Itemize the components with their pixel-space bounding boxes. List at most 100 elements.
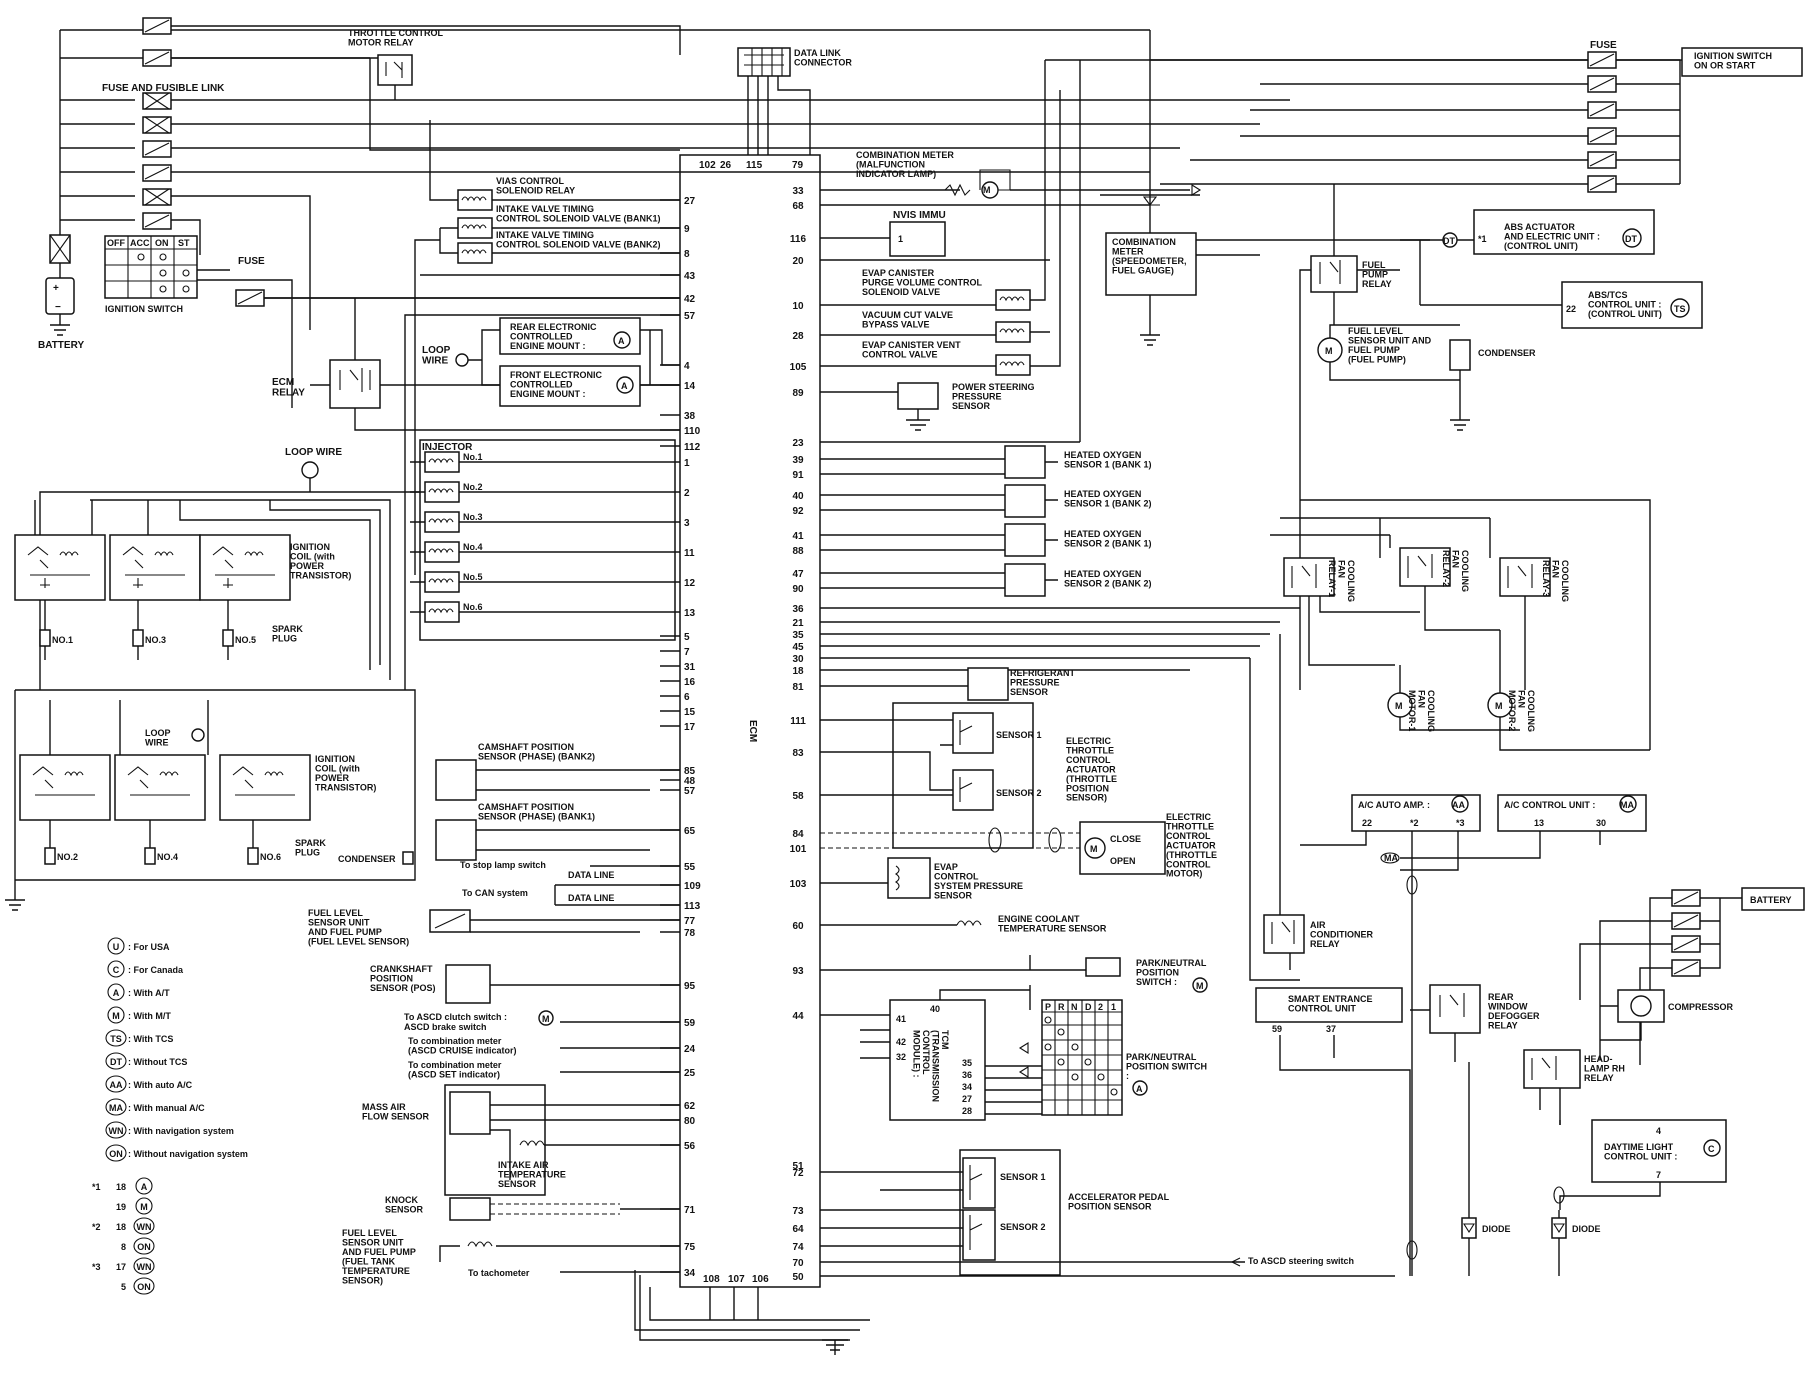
note-code-badge bbox=[135, 1177, 153, 1195]
ecm-left-pin: 62 bbox=[684, 1101, 696, 1112]
battery-r-label: BATTERY bbox=[1750, 895, 1792, 905]
sensor1-label: SENSOR 1 bbox=[996, 730, 1042, 740]
ecm-left-pin: 85 bbox=[684, 766, 696, 777]
ecm-left-pin: 8 bbox=[684, 249, 690, 260]
plug-label: NO.5 bbox=[235, 635, 256, 645]
legend-text: : Without navigation system bbox=[128, 1149, 248, 1159]
svg-text:M: M bbox=[542, 1014, 550, 1024]
ecm-right-pin: 93 bbox=[792, 966, 804, 977]
injector-label: No.5 bbox=[463, 572, 483, 582]
stop-lamp-label: To stop lamp switch bbox=[460, 860, 546, 870]
ecm-right-pin: 111 bbox=[790, 716, 806, 727]
condenser-r-label: CONDENSER bbox=[1478, 348, 1536, 358]
legend-text: : With A/T bbox=[128, 988, 170, 998]
data-line-label: DATA LINE bbox=[568, 893, 614, 903]
ecm-left-pin: 109 bbox=[684, 881, 701, 892]
svg-text:MA: MA bbox=[1620, 800, 1634, 810]
ecm-right-pin: 89 bbox=[792, 388, 804, 399]
ac-auto-pin: *2 bbox=[1410, 818, 1419, 828]
note-code: M bbox=[140, 1202, 148, 1212]
legend-row: WN: With navigation system bbox=[105, 1121, 234, 1139]
legend-code: A bbox=[113, 988, 120, 998]
ac-auto-pin: *3 bbox=[1456, 818, 1465, 828]
prnd-col: D bbox=[1085, 1002, 1092, 1012]
diode-label: DIODE bbox=[1482, 1224, 1511, 1234]
ecm-right-pin: 36 bbox=[792, 604, 804, 615]
svg-text:−: − bbox=[55, 302, 61, 313]
ecm-left-pin: 71 bbox=[684, 1205, 696, 1216]
drl-pin: 4 bbox=[1656, 1126, 1661, 1136]
svg-text:M: M bbox=[1395, 701, 1403, 711]
legend-code: AA bbox=[110, 1080, 123, 1090]
note-code: ON bbox=[137, 1282, 151, 1292]
legend-code: TS bbox=[110, 1034, 122, 1044]
ecm-ground-wires bbox=[634, 1270, 870, 1355]
svg-text:MA: MA bbox=[1384, 853, 1398, 863]
ecm-left-pin: 77 bbox=[684, 916, 696, 927]
legend-code: MA bbox=[109, 1103, 123, 1113]
ecm-left-pin: 42 bbox=[684, 294, 696, 305]
fuse-block bbox=[142, 17, 172, 230]
legend-code-badge bbox=[105, 1029, 127, 1047]
legend-row: C: For Canada bbox=[107, 960, 184, 978]
ecm-right-pin: 21 bbox=[792, 618, 804, 629]
ecm-top-pin: 26 bbox=[720, 160, 732, 171]
prnd-col: P bbox=[1045, 1002, 1051, 1012]
smart-pin: 37 bbox=[1326, 1024, 1336, 1034]
ecm-right-pin: 33 bbox=[792, 186, 804, 197]
ecm-right-pin: 81 bbox=[792, 682, 804, 693]
legend-row: ON: Without navigation system bbox=[105, 1144, 248, 1162]
ecm-left-pin: 78 bbox=[684, 928, 696, 939]
tacho-label: To tachometer bbox=[468, 1268, 530, 1278]
ecm-right-pin: 70 bbox=[792, 1258, 804, 1269]
cfr3-label: COOLINGFANRELAY-3 bbox=[1541, 560, 1570, 602]
ecm-top-pin: 79 bbox=[792, 160, 804, 171]
ecm-right-pin: 90 bbox=[792, 584, 804, 595]
ecm-left-pin: 17 bbox=[684, 722, 696, 733]
app-sensor2-label: SENSOR 2 bbox=[1000, 1222, 1046, 1232]
ecm-right-pin: 23 bbox=[792, 438, 804, 449]
open-label: OPEN bbox=[1110, 856, 1136, 866]
svg-text:M: M bbox=[1090, 844, 1098, 854]
legend-code: WN bbox=[109, 1126, 124, 1136]
ecm-top-pins: 102 26 115 79 bbox=[699, 160, 804, 171]
svg-text:M: M bbox=[1495, 701, 1503, 711]
diode-label: DIODE bbox=[1572, 1224, 1601, 1234]
app-sensor1-label: SENSOR 1 bbox=[1000, 1172, 1046, 1182]
tcm-pin: 35 bbox=[962, 1058, 972, 1068]
ign-col: ST bbox=[178, 238, 190, 248]
fuse-label: FUSE bbox=[238, 256, 265, 267]
ecm-left-pin: 5 bbox=[684, 632, 690, 643]
ecm-right-pin: 103 bbox=[790, 879, 807, 890]
ecm-left-pin: 7 bbox=[684, 647, 690, 658]
svg-text:C: C bbox=[1708, 1144, 1715, 1154]
ecm-left-pin: 80 bbox=[684, 1116, 696, 1127]
condenser-l-label: CONDENSER bbox=[338, 854, 396, 864]
legend-code-badge bbox=[107, 937, 125, 955]
ecm-right-pin: 92 bbox=[792, 506, 804, 517]
